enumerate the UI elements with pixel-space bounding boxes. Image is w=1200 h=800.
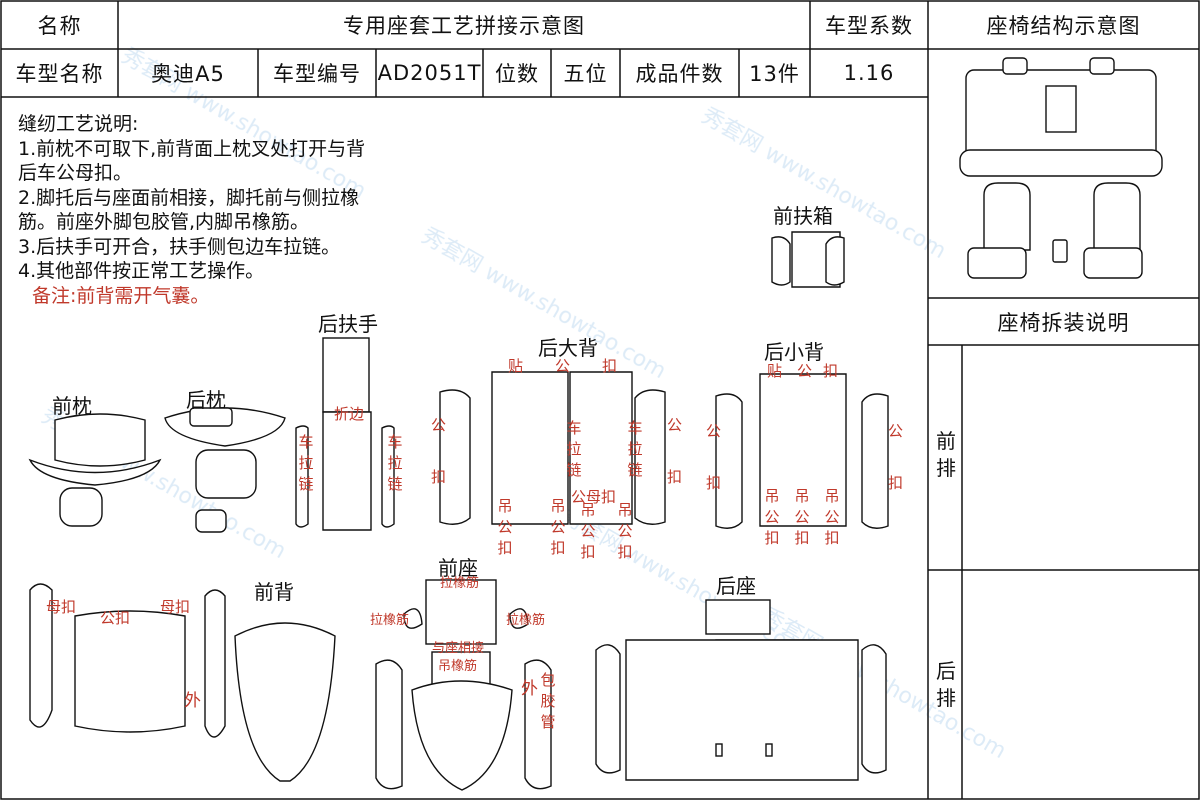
pieces-value: 13件 [749, 62, 800, 86]
disassembly-title: 座椅拆装说明 [997, 310, 1130, 335]
hang-male-buckle-label: 吊公扣 [550, 497, 566, 557]
rear-row-label: 后排 [936, 659, 956, 710]
coef-value: 1.16 [843, 61, 895, 85]
coef-label: 车型系数 [825, 14, 913, 38]
front-seat-pieces [375, 579, 552, 791]
front-pillow-pieces [28, 413, 162, 527]
notes-line: 3.后扶手可开合，扶手侧包边车拉链。 [18, 235, 341, 258]
model-name: 奥迪A5 [151, 62, 225, 86]
front-pillow-title: 前枕 [52, 394, 92, 418]
male-label: 公 [431, 416, 447, 434]
hang-male-buckle-label: 吊公扣 [764, 487, 780, 547]
outer-label: 外 [184, 691, 201, 711]
seats-label: 位数 [495, 62, 539, 86]
buckle-label: 扣 [667, 468, 683, 486]
zipper-label: 车拉链 [566, 419, 582, 479]
structure-title: 座椅结构示意图 [986, 14, 1141, 38]
male-label: 公 [888, 422, 904, 440]
male-female-buckle-label: 公母扣 [571, 488, 617, 506]
female-buckle-label: 母扣 [160, 598, 191, 616]
zipper-label: 车拉链 [627, 419, 643, 479]
rear-pillow-title: 后枕 [186, 388, 226, 412]
hang-elastic-label: 吊橡筋 [438, 659, 478, 674]
elastic-label: 拉橡筋 [440, 576, 480, 591]
notes-line: 2.脚托后与座面前相接，脚托前与侧拉橡 [18, 186, 360, 209]
buckle-label: 扣 [431, 468, 447, 486]
male-label: 公 [797, 362, 813, 380]
model-no: AD2051T [377, 61, 482, 85]
buckle-label: 扣 [823, 362, 839, 380]
hang-male-buckle-label: 吊公扣 [617, 501, 633, 561]
front-row-label: 前排 [936, 429, 956, 480]
buckle-label: 扣 [888, 474, 904, 492]
zipper-label: 车拉链 [387, 433, 403, 493]
female-buckle-label: 母扣 [46, 598, 77, 616]
rear-seat-pieces [595, 599, 887, 781]
front-box-pieces [771, 231, 845, 288]
notes-line: 后车公母扣。 [18, 162, 133, 184]
elastic-label: 拉橡筋 [370, 613, 410, 628]
front-back-title: 前背 [254, 580, 294, 604]
rear-small-back-title: 后小背 [764, 340, 824, 364]
front-seat-title: 前座 [438, 556, 478, 580]
zipper-label: 车拉链 [298, 433, 314, 493]
hang-male-buckle-label: 吊公扣 [497, 497, 513, 557]
rear-armrest-pieces [295, 337, 395, 531]
male-label: 公 [555, 357, 571, 375]
front-box-title: 前扶箱 [773, 204, 833, 228]
tie-label: 贴 [767, 362, 783, 380]
male-buckle-label: 公扣 [100, 609, 131, 627]
tie-label: 贴 [508, 357, 524, 375]
wrap-tube-label: 包胶管 [540, 671, 556, 731]
seat-structure-sketch [959, 57, 1163, 279]
model-name-label: 车型名称 [15, 62, 104, 86]
join-seat-label: 与座相接 [432, 641, 485, 656]
rear-big-back-pieces [439, 371, 666, 525]
model-no-label: 车型编号 [273, 62, 361, 86]
rear-big-back-title: 后大背 [538, 336, 598, 360]
outer-label: 外 [521, 679, 538, 699]
male-label: 公 [706, 422, 722, 440]
hang-male-buckle-label: 吊公扣 [794, 487, 810, 547]
hang-male-buckle-label: 吊公扣 [824, 487, 840, 547]
notes-line: 4.其他部件按正常工艺操作。 [18, 260, 265, 282]
fold-edge-label: 折边 [334, 405, 365, 423]
notes-line: 1.前枕不可取下,前背面上枕叉处打开与背 [18, 137, 366, 160]
sewing-notes: 缝纫工艺说明: 1.前枕不可取下,前背面上枕叉处打开与背 后车公母扣。 2.脚托… [18, 112, 365, 308]
page-title: 专用座套工艺拼接示意图 [343, 14, 585, 38]
seats-value: 五位 [563, 62, 608, 86]
hang-male-buckle-label: 吊公扣 [580, 501, 596, 561]
notes-remark: 备注:前背需开气囊。 [32, 284, 210, 307]
buckle-label: 扣 [706, 474, 722, 492]
notes-heading: 缝纫工艺说明: [18, 113, 139, 135]
front-back-pieces [29, 583, 336, 782]
elastic-label: 拉橡筋 [506, 613, 546, 628]
rear-small-back-pieces [715, 373, 889, 529]
rear-pillow-pieces [164, 407, 286, 533]
pieces-label: 成品件数 [635, 62, 724, 86]
notes-line: 筋。前座外脚包胶管,内脚吊橡筋。 [18, 211, 310, 233]
rear-armrest-title: 后扶手 [318, 312, 378, 336]
name-label: 名称 [37, 14, 82, 38]
buckle-label: 扣 [602, 357, 618, 375]
male-label: 公 [667, 416, 683, 434]
rear-seat-title: 后座 [716, 574, 756, 598]
